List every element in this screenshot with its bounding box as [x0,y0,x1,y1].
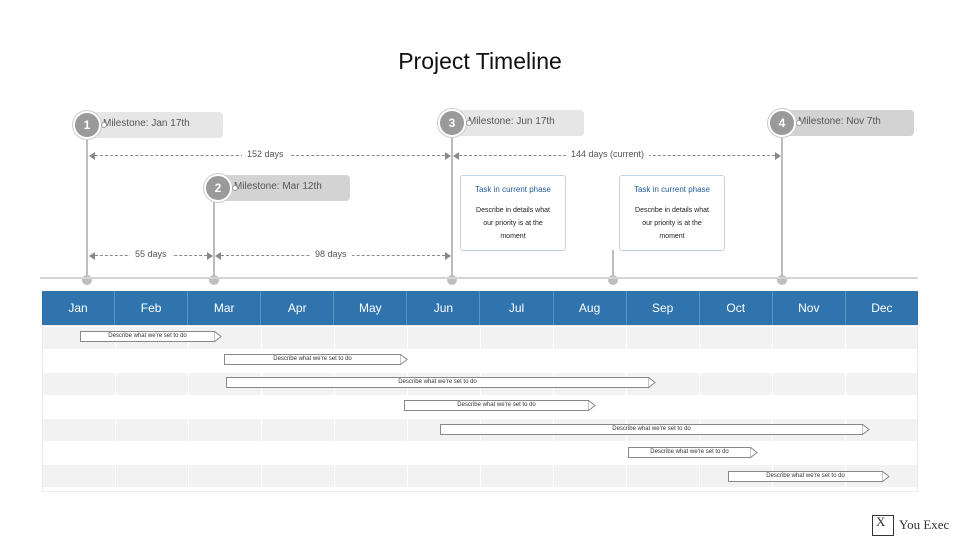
milestone-3-pill: Milestone: Jun 17th [454,110,584,136]
task-card-2: Task in current phase Describe in detail… [619,175,725,251]
month-mar: Mar [188,291,262,325]
gantt-bar-7-label: Describe what we're set to do [766,473,845,479]
gantt-bar-2-label: Describe what we're set to do [273,356,352,362]
milestone-2: Milestone: Mar 12th 2 [204,174,354,202]
month-sep: Sep [627,291,700,325]
gantt-bar-6-label: Describe what we're set to do [650,449,729,455]
duration-144-days: 144 days (current) [453,149,781,162]
milestone-3: Milestone: Jun 17th 3 [438,109,588,137]
month-header: Jan Feb Mar Apr May Jun Jul Aug Sep Oct … [42,291,918,325]
month-jun: Jun [407,291,481,325]
month-feb: Feb [115,291,189,325]
duration-55-days: 55 days [89,249,213,262]
gantt-bar-4: Describe what we're set to do [404,400,596,411]
gantt-bar-3: Describe what we're set to do [226,377,656,388]
gantt-bar-6: Describe what we're set to do [628,447,758,458]
task-card-1-heading: Task in current phase [474,185,552,194]
page-title: Project Timeline [398,48,562,74]
gantt-bar-3-label: Describe what we're set to do [398,379,477,385]
task-card-2-body: Describe in details what our priority is… [635,207,709,240]
timeline-baseline [40,277,918,279]
milestone-2-pin [232,185,238,191]
milestone-1-label: Milestone: Jan 17th [103,118,190,129]
gantt-bar-1: Describe what we're set to do [80,331,222,342]
gantt-bar-5: Describe what we're set to do [440,424,870,435]
milestone-3-dot [447,275,457,285]
milestone-2-pill: Milestone: Mar 12th [220,175,350,201]
duration-55-label: 55 days [130,249,172,259]
task-2-dot [608,275,618,285]
milestone-3-line [451,138,453,280]
task-card-1: Task in current phase Describe in detail… [460,175,566,251]
month-may: May [334,291,408,325]
gantt-bar-5-label: Describe what we're set to do [612,426,691,432]
duration-98-label: 98 days [310,249,352,259]
milestone-4-pill: Milestone: Nov 7th [784,110,914,136]
milestone-4: Milestone: Nov 7th 4 [768,109,914,137]
milestone-3-label: Milestone: Jun 17th [468,116,555,127]
you-exec-logo: X You Exec [872,514,949,536]
month-jan: Jan [42,291,116,325]
milestone-2-dot [209,275,219,285]
gantt-bar-4-label: Describe what we're set to do [457,402,536,408]
month-nov: Nov [773,291,846,325]
milestone-3-pin [466,120,472,126]
milestone-2-label: Milestone: Mar 12th [234,181,322,192]
milestone-1-number: 1 [73,111,101,139]
month-dec: Dec [871,301,893,315]
duration-144-label: 144 days (current) [566,149,650,159]
logo-name: You Exec [899,517,950,532]
month-apr: Apr [261,291,335,325]
milestone-4-number: 4 [768,109,796,137]
task-2-line [612,250,614,280]
duration-98-days: 98 days [215,249,451,262]
gantt-bar-7: Describe what we're set to do [728,471,890,482]
logo-mark-icon: X [872,514,894,536]
month-oct: Oct [700,291,773,325]
month-aug: Aug [554,291,627,325]
task-card-2-heading: Task in current phase [633,185,711,194]
milestone-1-dot [82,275,92,285]
milestone-1: Milestone: Jan 17th 1 [73,111,223,139]
task-card-1-body: Describe in details what our priority is… [476,207,550,240]
milestone-2-line [213,201,215,280]
gantt-grid [42,325,918,492]
gantt-bar-2: Describe what we're set to do [224,354,408,365]
milestone-3-number: 3 [438,109,466,137]
milestone-4-dot [777,275,787,285]
gantt-bar-1-label: Describe what we're set to do [108,333,187,339]
milestone-1-pill: Milestone: Jan 17th [89,112,223,138]
milestone-4-line [781,138,783,280]
milestone-1-pin [101,122,107,128]
duration-152-days: 152 days [89,149,451,162]
duration-152-label: 152 days [242,149,289,159]
month-jul: Jul [480,291,554,325]
milestone-2-number: 2 [204,174,232,202]
milestone-1-line [86,138,88,280]
milestone-4-pin [796,120,802,126]
milestone-4-label: Milestone: Nov 7th [798,116,881,127]
